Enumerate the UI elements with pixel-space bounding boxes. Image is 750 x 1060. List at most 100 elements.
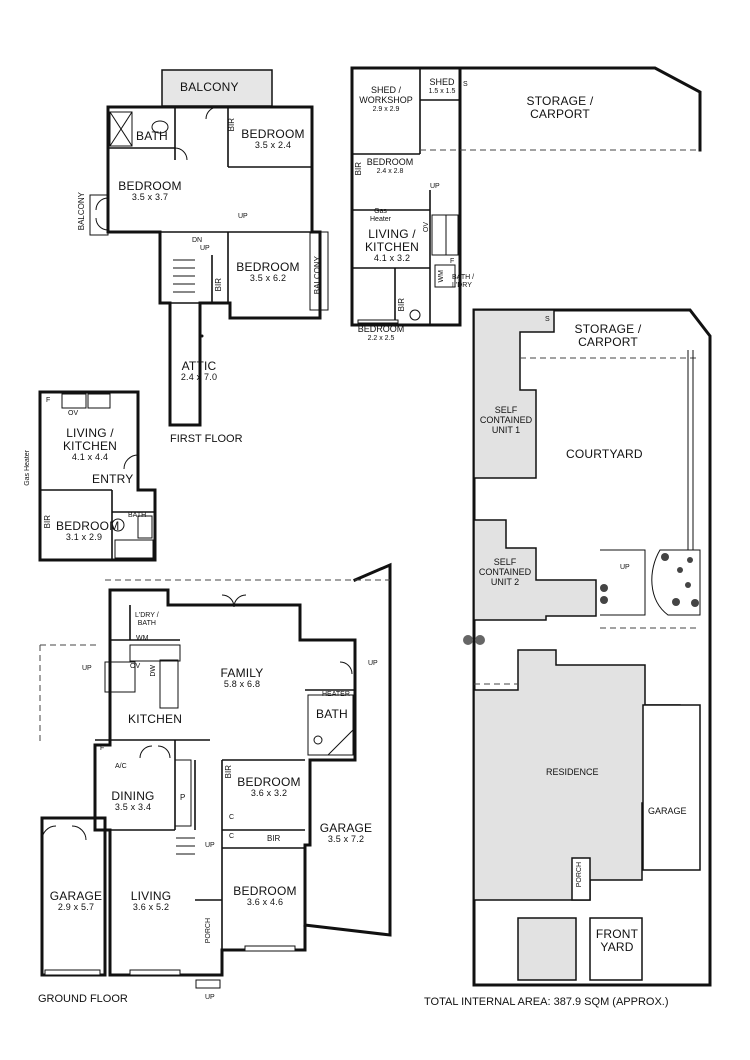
bedroom-b-name: BEDROOM (118, 179, 182, 193)
ground-floor-plan (39, 562, 392, 989)
gf-porch-label: PORCH (205, 918, 212, 944)
gf-wm-label: WM (136, 635, 149, 642)
site-s-label: S (545, 316, 550, 323)
top-living-label: LIVING / KITCHEN 4.1 x 3.2 (360, 227, 424, 264)
gf-f-label: F (100, 745, 105, 752)
gf-living-name: LIVING (130, 889, 172, 903)
site-unit1-label: SELF CONTAINED UNIT 1 (479, 405, 533, 435)
gf-bedroom-b-name: BEDROOM (233, 884, 297, 898)
gf-up-a-label: UP (82, 665, 92, 672)
gf-heater-label: HEATER (322, 691, 350, 698)
top-bedroom-b-dim: 2.2 x 2.5 (367, 334, 395, 342)
top-bedroom-b-name: BEDROOM (357, 324, 405, 334)
unit-left-bir-label: BIR (43, 515, 52, 529)
gf-ac-label: A/C (115, 763, 127, 770)
gf-kitchen-label: KITCHEN (128, 712, 183, 726)
site-porch-label: PORCH (576, 862, 583, 888)
first-floor-title: FIRST FLOOR (170, 433, 243, 445)
bedroom-b-dim: 3.5 x 3.7 (131, 192, 169, 203)
unit-left-bedroom-dim: 3.1 x 2.9 (65, 532, 103, 543)
gf-bedroom-a-dim: 3.6 x 3.2 (250, 788, 288, 799)
gf-family-dim: 5.8 x 6.8 (223, 679, 261, 690)
gf-up-d-label: UP (205, 994, 215, 1001)
unit-left-f-label: F (46, 397, 51, 404)
gf-c2-label: C (229, 833, 235, 840)
top-storage-label: STORAGE / CARPORT (526, 94, 594, 122)
balcony-top-label: BALCONY (180, 80, 239, 94)
shed-workshop-label: SHED / WORKSHOP 2.9 x 2.9 (358, 85, 414, 113)
gf-garage-left-dim: 2.9 x 5.7 (57, 902, 95, 913)
gf-garage-right-name: GARAGE (319, 821, 373, 835)
bir-b-label: BIR (214, 278, 223, 292)
site-plan (463, 308, 712, 987)
top-right-unit-plan (350, 66, 702, 327)
unit-left-living-dim: 4.1 x 4.4 (71, 452, 109, 463)
bedroom-a-dim: 3.5 x 2.4 (254, 140, 292, 151)
gf-c1-label: C (229, 814, 235, 821)
total-area-label: TOTAL INTERNAL AREA: 387.9 SQM (APPROX.) (424, 996, 669, 1008)
balcony-left-label: BALCONY (77, 192, 86, 231)
top-wm-label: WM (438, 270, 445, 283)
site-up-label: UP (620, 564, 630, 571)
ground-floor-title: GROUND FLOOR (38, 993, 128, 1005)
gf-garage-right-label: GARAGE 3.5 x 7.2 (318, 821, 374, 845)
gf-garage-left-label: GARAGE 2.9 x 5.7 (48, 889, 104, 913)
site-courtyard-label: COURTYARD (566, 447, 643, 461)
balcony-right-label: BALCONY (313, 256, 322, 295)
attic-name: ATTIC (181, 359, 217, 373)
top-gas-heater-label: Gas Heater (370, 208, 392, 223)
up2-label: UP (200, 245, 210, 252)
shed-label: SHED 1.5 x 1.5 (424, 77, 460, 96)
gf-p-label: P (180, 793, 186, 802)
gf-garage-left-name: GARAGE (49, 889, 103, 903)
left-unit-plan (38, 390, 157, 562)
attic-label: ATTIC 2.4 x 7.0 (170, 359, 228, 383)
top-bath-ldry-label: BATH / L'DRY (452, 274, 475, 289)
shed-name: SHED (429, 77, 455, 87)
bedroom-a-label: BEDROOM 3.5 x 2.4 (238, 127, 308, 151)
unit-left-living-label: LIVING / KITCHEN 4.1 x 4.4 (58, 426, 122, 463)
unit-left-gas-heater-label: Gas Heater (24, 450, 31, 486)
bedroom-b-label: BEDROOM 3.5 x 3.7 (112, 179, 188, 203)
unit-left-bedroom-name: BEDROOM (56, 519, 120, 533)
unit-left-bedroom-label: BEDROOM 3.1 x 2.9 (56, 519, 119, 543)
bedroom-c-dim: 3.5 x 6.2 (249, 273, 287, 284)
gf-bir-b-label: BIR (267, 834, 281, 843)
gf-dining-dim: 3.5 x 3.4 (114, 802, 152, 813)
gf-bedroom-a-label: BEDROOM 3.6 x 3.2 (236, 775, 302, 799)
shed-workshop-dim: 2.9 x 2.9 (372, 105, 400, 113)
top-bedroom-a-label: BEDROOM 2.4 x 2.8 (362, 157, 418, 176)
unit-left-bath-label: BATH (128, 512, 147, 519)
top-f-label: F (450, 258, 455, 265)
top-bedroom-a-name: BEDROOM (366, 157, 414, 167)
first-floor-plan (89, 69, 329, 427)
gf-ldry-bath-label: L'DRY / BATH (135, 612, 159, 627)
shed-dim: 1.5 x 1.5 (428, 87, 456, 95)
gf-bath-label: BATH (316, 707, 348, 721)
bedroom-c-label: BEDROOM 3.5 x 6.2 (232, 260, 304, 284)
top-living-dim: 4.1 x 3.2 (373, 253, 411, 264)
attic-dim: 2.4 x 7.0 (180, 372, 218, 383)
site-front-yard-label: FRONT YARD (595, 927, 639, 955)
site-garage-label: GARAGE (648, 806, 687, 816)
gf-living-dim: 3.6 x 5.2 (132, 902, 170, 913)
bir-a-label: BIR (227, 118, 236, 132)
shed-s-label: S (463, 81, 468, 88)
bedroom-a-name: BEDROOM (241, 127, 305, 141)
top-ov-label: OV (423, 222, 430, 233)
gf-bedroom-b-dim: 3.6 x 4.6 (246, 897, 284, 908)
dn-label: DN (192, 237, 203, 244)
unit-left-living-name: LIVING / KITCHEN (62, 426, 118, 454)
gf-family-label: FAMILY 5.8 x 6.8 (212, 666, 272, 690)
shed-workshop-name: SHED / WORKSHOP (359, 85, 413, 105)
gf-dining-name: DINING (111, 789, 155, 803)
unit-left-ov-label: OV (68, 410, 79, 417)
site-residence-label: RESIDENCE (546, 767, 599, 777)
up-label: UP (238, 213, 248, 220)
top-living-name: LIVING / KITCHEN (364, 227, 420, 255)
gf-dining-label: DINING 3.5 x 3.4 (108, 789, 158, 813)
bath-label: BATH (136, 129, 168, 143)
site-storage-label: STORAGE / CARPORT (574, 322, 642, 350)
gf-bir-a-label: BIR (224, 765, 233, 779)
gf-bedroom-b-label: BEDROOM 3.6 x 4.6 (232, 884, 298, 908)
